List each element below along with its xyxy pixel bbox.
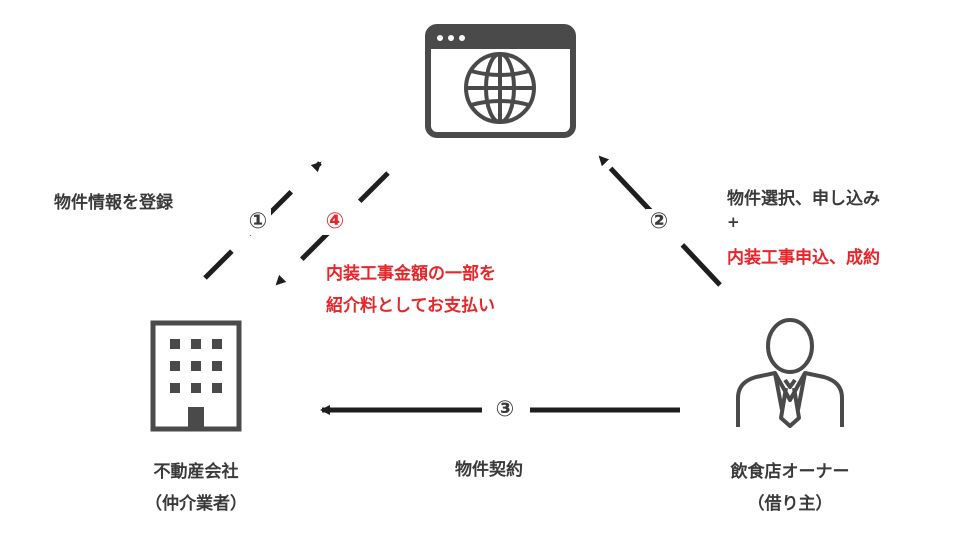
step4-label-line2: 紹介料としてお支払い <box>326 296 495 316</box>
step4-label-line1: 内装工事金額の一部を <box>326 264 496 284</box>
step4-number: ④ <box>322 209 348 235</box>
businessman-icon <box>736 318 844 428</box>
agency-name: 不動産会社 <box>153 462 239 482</box>
browser-globe-icon <box>425 24 576 138</box>
step2-number: ② <box>646 209 672 235</box>
step1-label: 物件情報を登録 <box>54 193 173 213</box>
step3-label: 物件契約 <box>455 460 523 480</box>
owner-name: 飲食店オーナー <box>730 462 850 482</box>
office-building-icon <box>150 320 242 432</box>
step3-number: ③ <box>492 397 518 423</box>
step1-number: ① <box>245 209 271 235</box>
step2-label-line2: 内装工事申込、成約 <box>727 248 880 268</box>
owner-role: （借り主） <box>747 494 833 514</box>
step2-label-line1: 物件選択、申し込み <box>727 189 880 209</box>
globe-icon <box>464 52 536 124</box>
agency-role: （仲介業者） <box>145 494 247 514</box>
step2-plus: + <box>727 213 740 231</box>
